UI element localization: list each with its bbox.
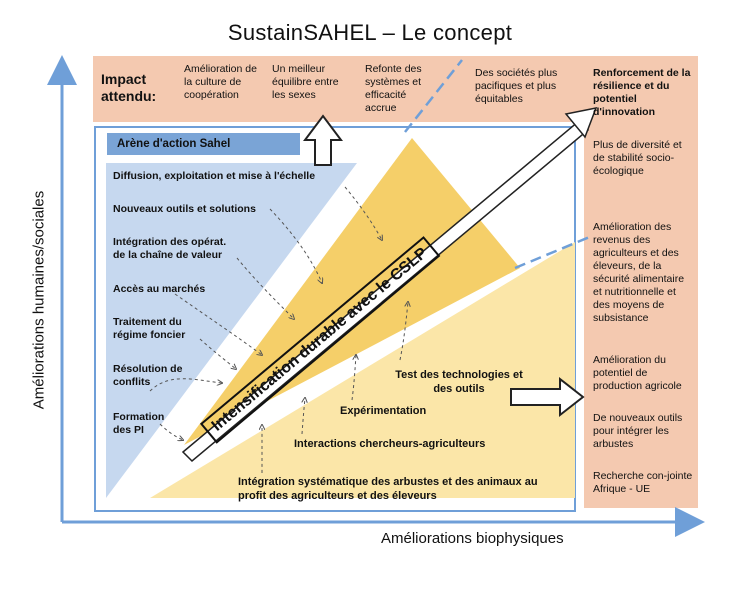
lever-training: Formation des PI bbox=[113, 411, 165, 436]
impact-item-gender: Un meilleur équilibre entre les sexes bbox=[272, 63, 339, 101]
y-axis-label: Améliorations humaines/sociales bbox=[30, 190, 48, 410]
right-arrow bbox=[510, 376, 585, 418]
bottom-yellow-triangle bbox=[150, 242, 575, 498]
right-item-research: Recherche con-jointe Afrique - UE bbox=[593, 470, 693, 495]
label-integration: Intégration systématique des arbustes et… bbox=[238, 476, 538, 502]
lever-market-access: Accès au marchés bbox=[113, 283, 206, 295]
lever-conflict: Résolution de conflits bbox=[113, 363, 183, 388]
page-title: SustainSAHEL – Le concept bbox=[227, 20, 513, 45]
dashed-guide-lower bbox=[514, 234, 593, 270]
right-panel bbox=[584, 56, 698, 508]
label-experimentation: Expérimentation bbox=[340, 405, 427, 417]
impact-item-societies: Des sociétés plus pacifiques et plus équ… bbox=[475, 67, 558, 105]
label-testing: Test des technologies et des outils bbox=[395, 369, 523, 395]
label-interactions: Interactions chercheurs-agriculteurs bbox=[294, 438, 486, 450]
lever-diffusion: Diffusion, exploitation et mise à l'éche… bbox=[113, 170, 316, 182]
lever-new-tools: Nouveaux outils et solutions bbox=[113, 203, 256, 215]
up-arrow bbox=[303, 114, 343, 166]
x-axis-label: Améliorations biophysiques bbox=[381, 530, 564, 547]
right-item-revenues: Amélioration des revenus des agriculteur… bbox=[593, 221, 685, 324]
impact-label: Impact attendu: bbox=[101, 71, 157, 104]
diagonal-arrow bbox=[181, 106, 598, 463]
arena-title-bar bbox=[107, 133, 300, 155]
central-triangle bbox=[184, 138, 520, 445]
right-item-production: Amélioration du potentiel de production … bbox=[593, 354, 682, 392]
lever-value-chain: Intégration des opérat. de la chaîne de … bbox=[113, 236, 227, 261]
blue-triangle bbox=[106, 163, 357, 498]
right-item-diversity: Plus de diversité et de stabilité socio-… bbox=[593, 139, 682, 177]
arena-title: Arène d'action Sahel bbox=[117, 138, 231, 150]
right-heading: Renforcement de la résilience et du pote… bbox=[593, 67, 691, 118]
right-item-tools: De nouveaux outils pour intégrer les arb… bbox=[593, 412, 683, 450]
impact-item-systems: Refonte des systèmes et efficacité accru… bbox=[365, 63, 422, 114]
impact-item-cooperation: Amélioration de la culture de coopératio… bbox=[184, 63, 257, 101]
lever-connectors bbox=[149, 186, 408, 473]
lever-land-tenure: Traitement du régime foncier bbox=[113, 316, 186, 341]
dashed-guide-upper bbox=[404, 59, 463, 133]
